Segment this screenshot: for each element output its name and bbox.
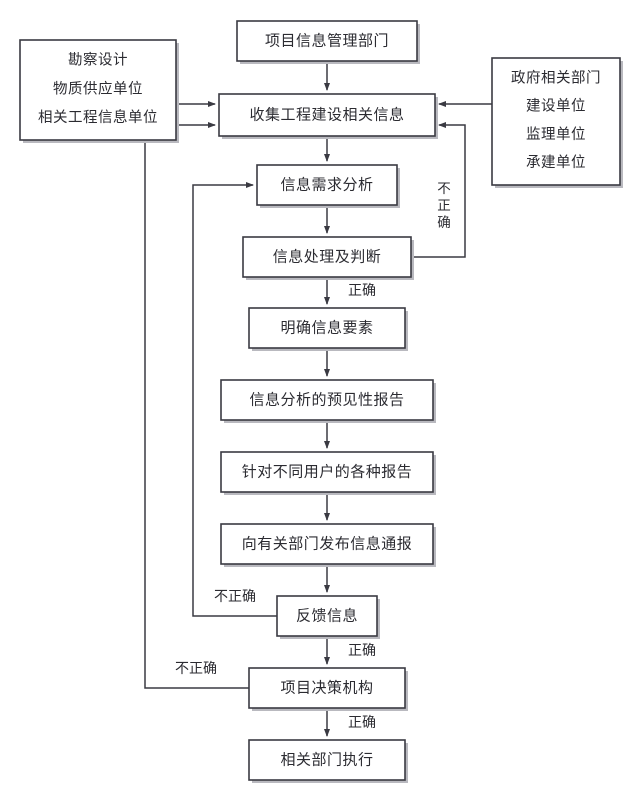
node-government-construction-units-label: 建设单位: [526, 98, 586, 115]
edge-label-incorrect-decision: 不正确: [175, 661, 217, 677]
node-collect-construction-info-label: 收集工程建设相关信息: [249, 106, 404, 123]
node-info-processing-judgment-box[interactable]: [242, 236, 412, 278]
node-survey-supply-units-box[interactable]: [19, 39, 177, 141]
node-project-decision-body-label: 项目决策机构: [280, 679, 373, 696]
node-government-construction-units-label: 监理单位: [526, 126, 586, 143]
node-government-construction-units-box[interactable]: [491, 57, 621, 186]
edge-label-correct-to-decision: 正确: [348, 643, 376, 659]
node-info-processing-judgment[interactable]: 信息处理及判断: [242, 236, 414, 280]
edge-label-incorrect-right-char: 不: [437, 181, 451, 196]
node-reports-for-users-box[interactable]: [220, 451, 434, 493]
node-survey-supply-units-label: 相关工程信息单位: [38, 109, 158, 126]
node-predictive-analysis-report[interactable]: 信息分析的预见性报告: [220, 379, 436, 423]
edges-layer: [144, 61, 492, 737]
node-clarify-info-elements[interactable]: 明确信息要素: [248, 307, 408, 351]
node-government-construction-units-label: 承建单位: [526, 154, 586, 171]
node-project-decision-body[interactable]: 项目决策机构: [248, 667, 408, 711]
node-publish-info-bulletin[interactable]: 向有关部门发布信息通报: [220, 523, 436, 567]
node-survey-supply-units-label: 勘察设计: [68, 51, 128, 69]
node-relevant-dept-execute-label: 相关部门执行: [280, 751, 373, 768]
node-project-info-dept-box[interactable]: [236, 20, 418, 62]
edge-processing-incorrect-loop: [411, 122, 466, 258]
nodes-layer: 项目信息管理部门勘察设计物质供应单位相关工程信息单位政府相关部门建设单位监理单位…: [19, 20, 623, 783]
node-project-decision-body-box[interactable]: [248, 667, 406, 709]
node-survey-supply-units-label: 物质供应单位: [53, 79, 143, 97]
node-info-processing-judgment-label: 信息处理及判断: [273, 248, 382, 265]
node-clarify-info-elements-box[interactable]: [248, 307, 406, 349]
node-collect-construction-info-box[interactable]: [218, 93, 436, 137]
edge-label-incorrect-feedback: 不正确: [214, 589, 256, 605]
edge-feedback-incorrect-to-demand: [192, 182, 277, 617]
edge-label-incorrect-right-char: 确: [437, 215, 451, 230]
node-project-info-dept[interactable]: 项目信息管理部门: [236, 20, 420, 64]
edge-label-correct-to-execute: 正确: [348, 715, 376, 731]
node-feedback-info-label: 反馈信息: [296, 607, 358, 624]
node-publish-info-bulletin-label: 向有关部门发布信息通报: [242, 535, 413, 552]
edge-label-incorrect-right: 不正确: [437, 181, 451, 230]
node-feedback-info-box[interactable]: [276, 595, 378, 637]
node-clarify-info-elements-label: 明确信息要素: [280, 319, 373, 336]
node-predictive-analysis-report-label: 信息分析的预见性报告: [249, 391, 404, 408]
node-predictive-analysis-report-box[interactable]: [220, 379, 434, 421]
node-reports-for-users-label: 针对不同用户的各种报告: [242, 463, 413, 480]
node-info-demand-analysis[interactable]: 信息需求分析: [256, 164, 400, 208]
node-relevant-dept-execute-box[interactable]: [248, 739, 406, 781]
node-government-construction-units-label: 政府相关部门: [511, 69, 601, 86]
node-reports-for-users[interactable]: 针对不同用户的各种报告: [220, 451, 436, 495]
edge-label-incorrect-right-char: 正: [437, 198, 451, 213]
edge-label-correct-to-elements: 正确: [348, 283, 376, 299]
node-collect-construction-info[interactable]: 收集工程建设相关信息: [218, 93, 438, 139]
node-feedback-info[interactable]: 反馈信息: [276, 595, 380, 639]
node-relevant-dept-execute[interactable]: 相关部门执行: [248, 739, 408, 783]
node-publish-info-bulletin-box[interactable]: [220, 523, 434, 565]
node-info-demand-analysis-label: 信息需求分析: [280, 176, 373, 193]
edge-decision-incorrect-to-collect: [144, 122, 249, 689]
node-info-demand-analysis-box[interactable]: [256, 164, 398, 206]
node-project-info-dept-label: 项目信息管理部门: [265, 32, 389, 49]
